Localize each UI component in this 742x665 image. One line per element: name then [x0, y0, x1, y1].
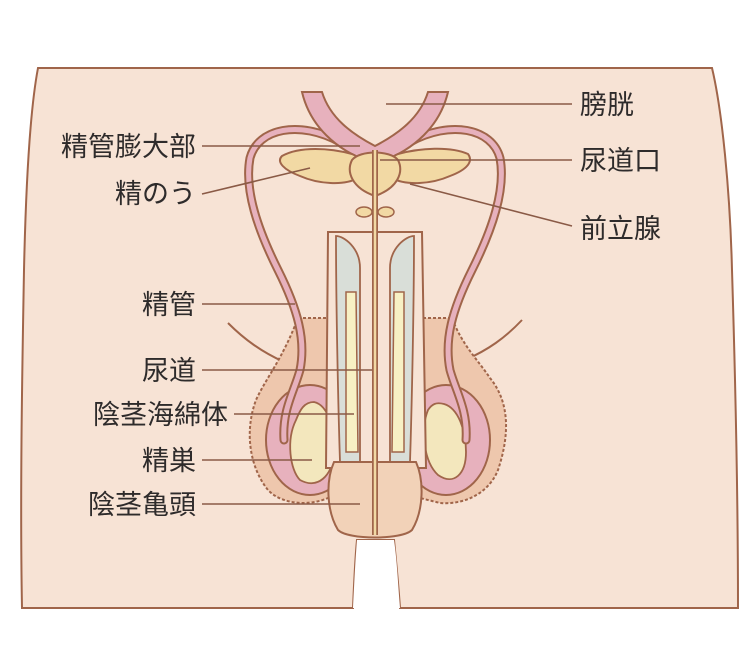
label-seminal-vesicle-ampulla: 精管膨大部 [61, 132, 196, 163]
label-vas-deferens: 精管 [142, 290, 196, 321]
label-corpus-cavernosum: 陰茎海綿体 [93, 400, 228, 431]
label-urethral-opening: 尿道口 [580, 146, 661, 177]
left-bulbourethral-gland [356, 207, 372, 217]
label-testis: 精巣 [142, 446, 196, 477]
label-bladder: 膀胱 [580, 90, 634, 121]
label-glans: 陰茎亀頭 [88, 490, 196, 521]
leg-gap [353, 540, 400, 608]
label-prostate: 前立腺 [580, 214, 661, 245]
label-urethra: 尿道 [142, 356, 196, 387]
label-seminal-vesicle: 精のう [115, 179, 196, 210]
right-bulbourethral-gland [378, 207, 394, 217]
